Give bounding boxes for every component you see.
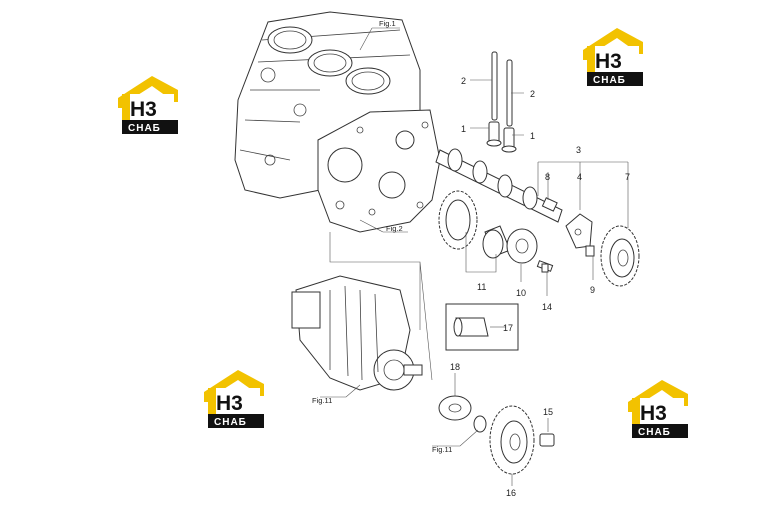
watermark-text-4: CHAБ [638, 427, 671, 438]
watermark-logo-1: H3 CHAБ [118, 76, 178, 134]
idle-gear [600, 225, 640, 287]
watermark-text-2: CHAБ [593, 75, 626, 86]
callout-15: 15 [543, 407, 553, 417]
gear-hub [506, 228, 554, 273]
fig2-label: Fig.2 [386, 224, 403, 233]
callout-11: 11 [477, 282, 486, 292]
callout-10: 10 [516, 288, 526, 298]
callout-14: 14 [542, 302, 552, 312]
callout-18: 18 [450, 362, 460, 372]
callout-2-right: 2 [530, 89, 535, 99]
callout-3: 3 [576, 145, 581, 155]
leader-lines [320, 27, 629, 486]
watermark-mark-3: H3 [216, 392, 243, 415]
thrust-plate [565, 213, 595, 257]
watermark-text-1: CHAБ [128, 123, 161, 134]
camshaft [435, 148, 563, 223]
gear-case-plate [317, 109, 441, 233]
callout-2-left: 2 [461, 76, 466, 86]
engine-block [234, 11, 421, 199]
callout-17: 17 [503, 323, 513, 333]
watermark-logo-3: H3 CHAБ [204, 370, 264, 428]
cam-gear [438, 190, 511, 259]
push-rods [486, 51, 517, 153]
watermark-logo-2: H3 CHAБ [583, 28, 643, 86]
watermark-mark-1: H3 [130, 98, 157, 121]
pump-drive-gear [489, 405, 555, 475]
callout-7: 7 [625, 172, 630, 182]
watermark-mark-4: H3 [640, 402, 667, 425]
pump-flange [438, 395, 487, 433]
fig11-label-pump: Fig.11 [312, 396, 332, 405]
injection-pump [291, 275, 423, 391]
callout-9: 9 [590, 285, 595, 295]
callout-16: 16 [506, 488, 516, 498]
callout-1-right: 1 [530, 131, 535, 141]
callout-8: 8 [545, 172, 550, 182]
watermark-logo-4: H3 CHAБ [628, 380, 688, 438]
fig1-label: Fig.1 [379, 19, 396, 28]
watermark-text-3: CHAБ [214, 417, 247, 428]
fig11-label-flange: Fig.11 [432, 445, 452, 454]
callout-1-left: 1 [461, 124, 466, 134]
watermark-mark-2: H3 [595, 50, 622, 73]
callout-4: 4 [577, 172, 582, 182]
